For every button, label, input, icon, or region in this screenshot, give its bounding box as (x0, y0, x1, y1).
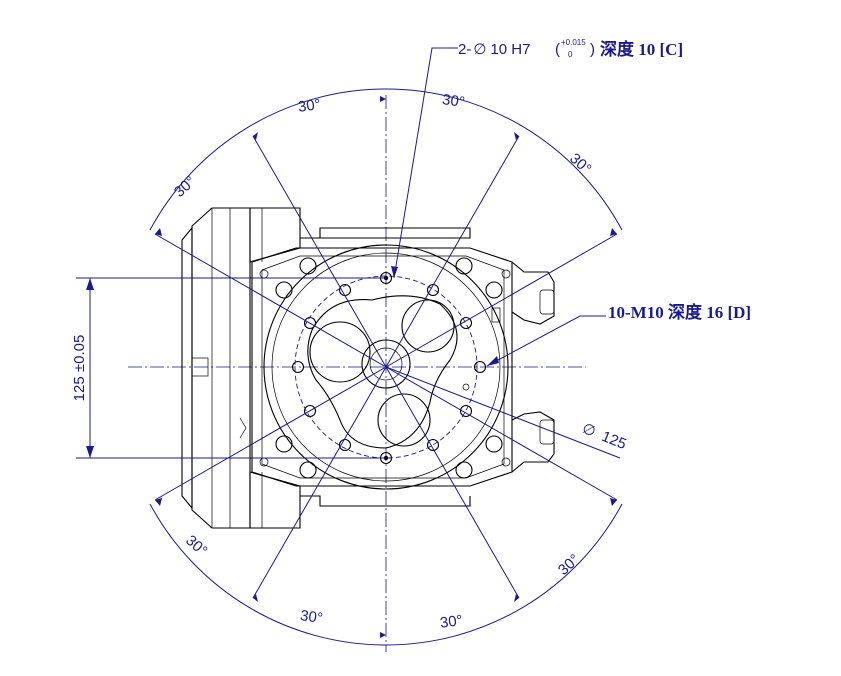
svg-text:2-∅10 H7: 2-∅10 H7 (458, 41, 530, 58)
center-lines (128, 95, 586, 652)
angle-label-lower-right: 30° (555, 551, 583, 579)
pcd-value: 125 (599, 428, 629, 453)
angle-label-upper-left: 30° (171, 173, 199, 201)
pcd-phi: ∅ (580, 420, 598, 441)
dowel-tol-lower: 0 (568, 50, 573, 59)
dowel-depth: 深度 10 [C] (600, 39, 683, 59)
spacing-label: 125 ±0.05 (71, 335, 88, 402)
pcd-circle (294, 275, 478, 459)
dowel-callout: 2-∅10 H7 +0.015 0 ( ) 深度 10 [C] (391, 38, 683, 279)
angle-radials (154, 135, 621, 599)
angle-label-top-right: 30° (441, 91, 466, 111)
dowel-prefix: 2- (458, 41, 471, 58)
angle-arcs (149, 88, 623, 646)
robot-body-outline (181, 207, 555, 529)
angle-label-bottom-left: 30° (299, 607, 324, 627)
svg-text:(: ( (555, 41, 560, 58)
tapped-holes (291, 283, 487, 452)
spacing-dimension: 125 ±0.05 (71, 277, 386, 459)
tapped-label: 10-M10 深度 16 [D] (608, 302, 751, 322)
dowel-phi: ∅ (473, 41, 486, 58)
flange-outer (263, 244, 509, 490)
angle-label-bottom-right: 30° (439, 612, 464, 632)
angle-label-upper-right: 30° (566, 150, 594, 178)
svg-text:): ) (590, 41, 595, 58)
tapped-callout: 10-M10 深度 16 [D] (486, 302, 751, 367)
pcd-callout: ∅125 (580, 420, 629, 453)
dowel-tol-upper: +0.015 (561, 38, 586, 47)
dowel-size: 10 H7 (490, 41, 530, 58)
angle-label-top-left: 30° (297, 96, 322, 116)
svg-text:∅125: ∅125 (580, 420, 629, 453)
